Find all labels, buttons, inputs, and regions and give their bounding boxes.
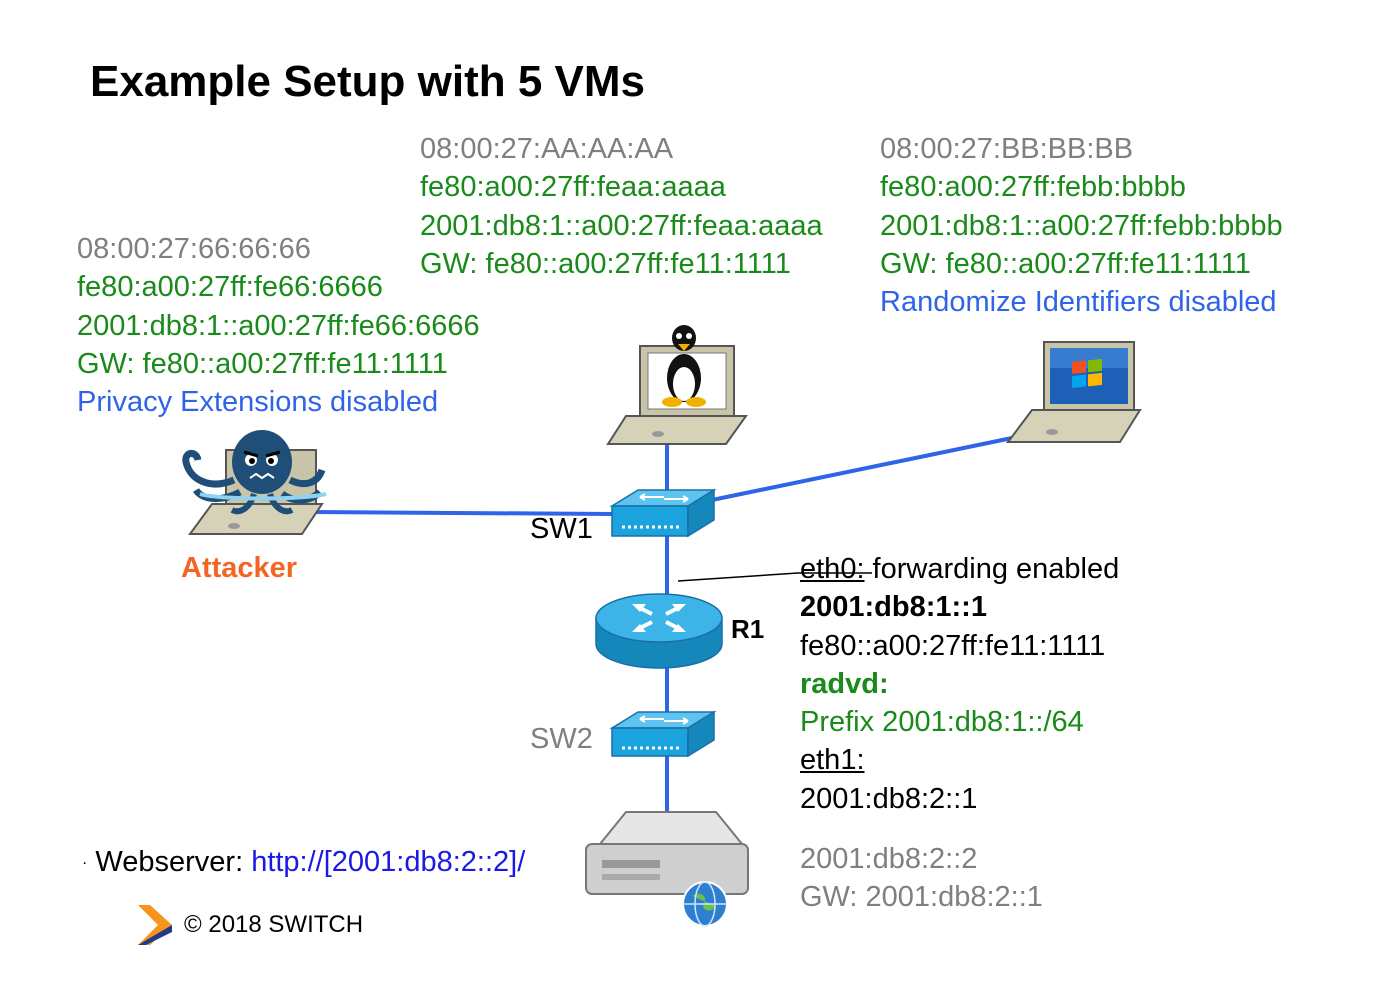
attacker-label: Attacker (181, 552, 298, 584)
switch-sw1-icon (609, 488, 717, 538)
webserver-address: 2001:db8:2::2 (800, 843, 978, 875)
webserver-gateway: GW: 2001:db8:2::1 (800, 881, 1043, 914)
eth0-status: forwarding enabled (864, 553, 1120, 585)
windows-mac: 08:00:27:BB:BB:BB (880, 133, 1134, 165)
network-links (311, 436, 1013, 812)
r1-label: R1 (731, 614, 765, 644)
windows-link-local: fe80:a00:27ff:febb:bbbb (880, 171, 1186, 204)
eth0-callout-line (677, 572, 872, 582)
link-attacker-sw1 (311, 510, 613, 516)
windows-gateway: GW: fe80::a00:27ff:fe11:1111 (880, 247, 1251, 280)
footer-copyright: © 2018 SWITCH (184, 911, 364, 938)
switch-logo-icon (138, 905, 172, 945)
eth0-line: eth0: forwarding enabled (800, 550, 1119, 588)
linux-global: 2001:db8:1::a00:27ff:feaa:aaaa (420, 209, 823, 242)
eth0-link-local: fe80::a00:27ff:fe11:1111 (800, 629, 1106, 662)
windows-global: 2001:db8:1::a00:27ff:febb:bbbb (880, 209, 1283, 242)
linux-vm-info: 08:00:27:AA:AA:AA fe80:a00:27ff:feaa:aaa… (420, 130, 823, 283)
attacker-gateway: GW: fe80::a00:27ff:fe11:1111 (77, 347, 448, 380)
eth0-global: 2001:db8:1::1 (800, 591, 987, 624)
sw2-label: SW2 (530, 723, 593, 755)
linux-gateway: GW: fe80::a00:27ff:fe11:1111 (420, 247, 791, 280)
attacker-note: Privacy Extensions disabled (77, 386, 439, 419)
link-windows-sw1 (711, 436, 1013, 502)
linux-link-local: fe80:a00:27ff:feaa:aaaa (420, 171, 726, 204)
radvd-prefix: Prefix 2001:db8:1::/64 (800, 706, 1084, 739)
eth0-label: eth0: (800, 553, 865, 585)
webserver-caption-text: Webserver: (95, 846, 252, 878)
windows-laptop-icon (1006, 341, 1142, 443)
bullet: · (82, 854, 88, 872)
eth1-global: 2001:db8:2::1 (800, 782, 978, 815)
attacker-vm-info: 08:00:27:66:66:66 fe80:a00:27ff:fe66:666… (77, 230, 480, 421)
attacker-mac: 08:00:27:66:66:66 (77, 233, 311, 265)
webserver-url-link[interactable]: http://[2001:db8:2::2]/ (251, 846, 526, 878)
webserver-icon (585, 811, 749, 927)
windows-vm-info: 08:00:27:BB:BB:BB fe80:a00:27ff:febb:bbb… (880, 130, 1283, 321)
linux-laptop-icon (606, 325, 748, 445)
attacker-global: 2001:db8:1::a00:27ff:fe66:6666 (77, 309, 480, 342)
attacker-link-local: fe80:a00:27ff:fe66:6666 (77, 271, 383, 304)
eth1-label: eth1: (800, 744, 865, 777)
attacker-laptop-icon (182, 430, 327, 535)
sw1-label: SW1 (530, 513, 593, 545)
webserver-caption: · Webserver: http://[2001:db8:2::2]/ (82, 848, 525, 877)
page-title: Example Setup with 5 VMs (90, 57, 646, 106)
linux-mac: 08:00:27:AA:AA:AA (420, 133, 674, 165)
webserver-info: 2001:db8:2::2 GW: 2001:db8:2::1 (800, 840, 1043, 917)
radvd-label: radvd: (800, 667, 889, 700)
switch-sw2-icon (609, 710, 717, 758)
router-r1-icon (595, 593, 723, 669)
router-config: eth0: forwarding enabled 2001:db8:1::1 f… (800, 550, 1119, 818)
windows-note: Randomize Identifiers disabled (880, 286, 1277, 319)
